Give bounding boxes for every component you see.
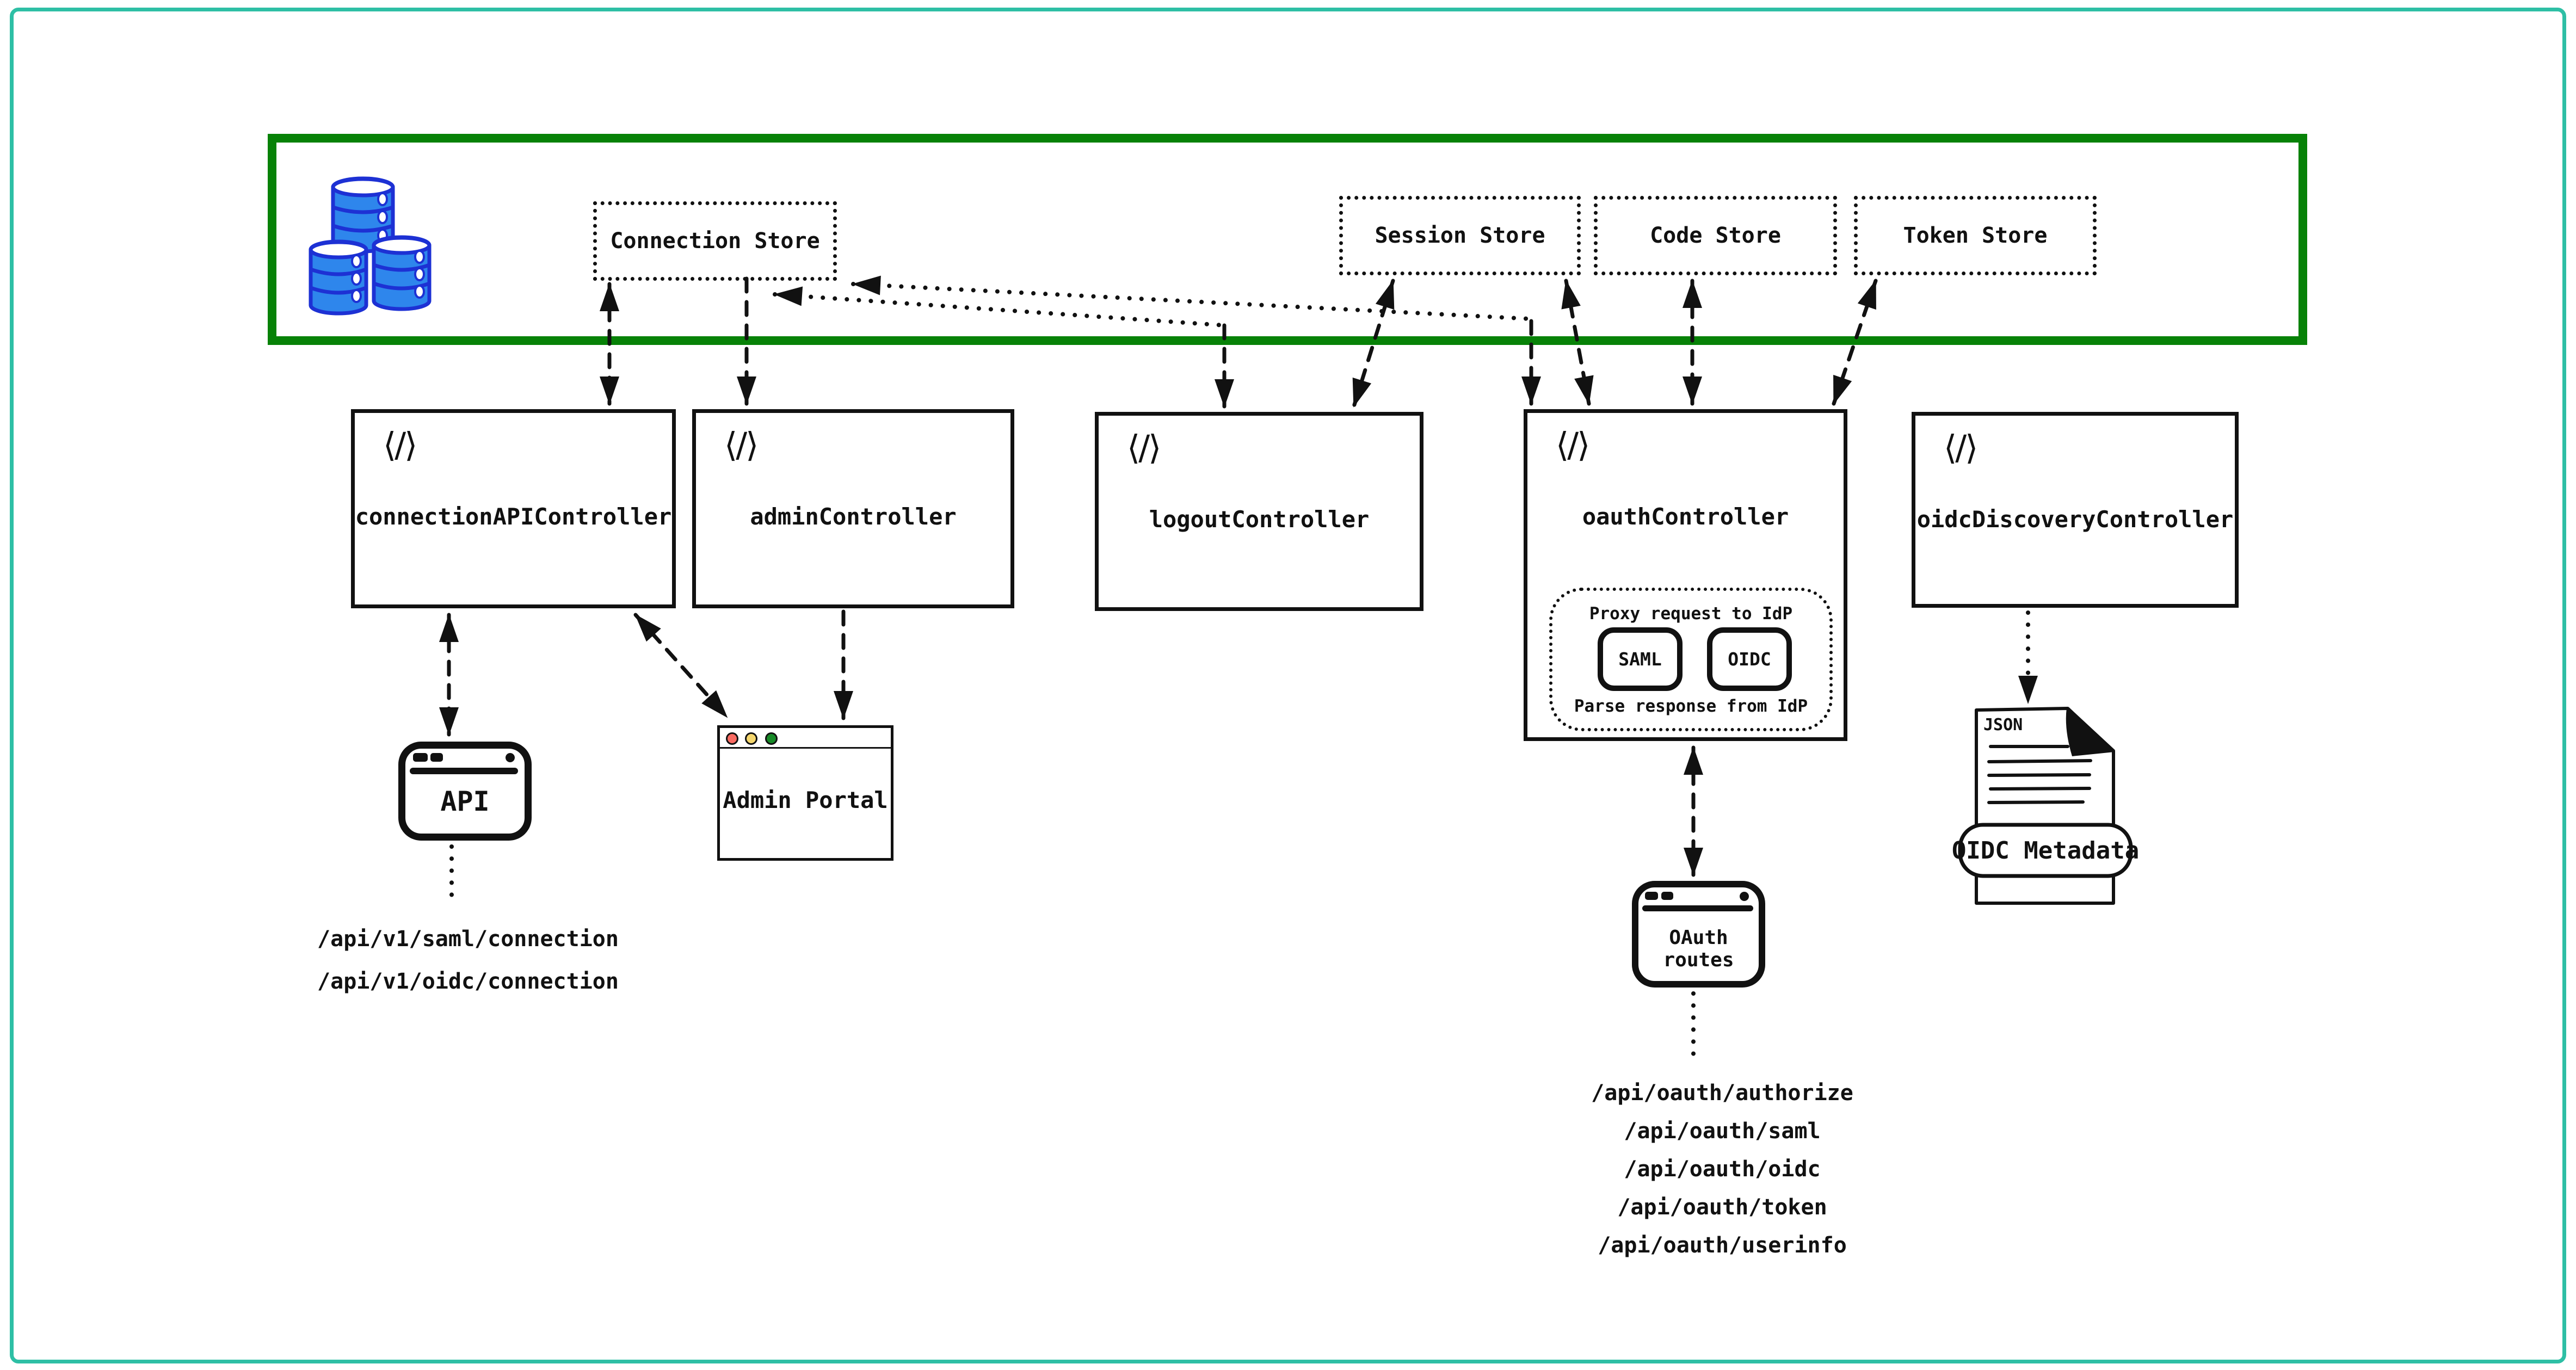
route-item: /api/oauth/oidc: [1624, 1157, 1821, 1182]
saml-chip: SAML: [1598, 627, 1683, 691]
window-dot-icon: [506, 753, 515, 762]
code-icon: ⟨/⟩: [1944, 428, 1978, 467]
window-dot-icon: [1740, 892, 1749, 901]
connection-api-controller: ⟨/⟩ connectionAPIController: [351, 409, 676, 608]
code-icon: ⟨/⟩: [724, 425, 759, 465]
diagram-outer-frame: [10, 8, 2566, 1363]
connection-api-routes: /api/v1/saml/connection /api/v1/oidc/con…: [316, 918, 620, 1003]
code-icon: ⟨/⟩: [1127, 428, 1161, 467]
saml-chip-label: SAML: [1618, 649, 1662, 670]
oidc-chip: OIDC: [1707, 627, 1792, 691]
minimize-traffic-light-icon: [745, 732, 757, 745]
window-bar-icon: [410, 768, 518, 774]
connection-store-label: Connection Store: [610, 229, 820, 254]
controller-label: oauthController: [1582, 503, 1789, 530]
code-icon: ⟨/⟩: [383, 425, 417, 465]
api-window-label: API: [440, 786, 490, 817]
token-store-label: Token Store: [1903, 223, 2048, 248]
session-store: Session Store: [1339, 196, 1581, 275]
proxy-request-label: Proxy request to IdP: [1589, 604, 1793, 624]
close-traffic-light-icon: [726, 732, 738, 745]
token-store: Token Store: [1854, 196, 2097, 275]
oauth-controller: ⟨/⟩ oauthController Proxy request to IdP…: [1524, 409, 1847, 741]
admin-portal-titlebar: [720, 728, 891, 749]
oauth-routes-window-icon: OAuth routes: [1632, 881, 1765, 988]
code-icon: ⟨/⟩: [1556, 425, 1590, 465]
oidc-chip-label: OIDC: [1728, 649, 1771, 670]
admin-portal-label: Admin Portal: [723, 787, 888, 813]
code-store-label: Code Store: [1650, 223, 1781, 248]
controller-label: connectionAPIController: [355, 503, 672, 530]
route-item: /api/v1/oidc/connection: [317, 969, 619, 994]
controller-label: oidcDiscoveryController: [1916, 506, 2234, 533]
logout-controller: ⟨/⟩ logoutController: [1095, 412, 1423, 611]
window-square-icon: [413, 753, 428, 762]
api-window-icon: API: [398, 742, 532, 841]
oidc-discovery-controller: ⟨/⟩ oidcDiscoveryController: [1912, 412, 2239, 608]
oauth-route-list: /api/oauth/authorize /api/oauth/saml /ap…: [1559, 1074, 1885, 1264]
session-store-label: Session Store: [1375, 223, 1545, 248]
admin-portal-window: Admin Portal: [717, 725, 893, 861]
controller-label: adminController: [750, 503, 957, 530]
window-square-icon: [430, 753, 443, 762]
window-bar-icon: [1642, 905, 1753, 911]
oauth-routes-window-label: OAuth routes: [1663, 927, 1734, 971]
route-item: /api/oauth/userinfo: [1598, 1233, 1847, 1258]
connection-store: Connection Store: [593, 201, 837, 281]
window-square-icon: [1645, 892, 1658, 900]
parse-response-label: Parse response from IdP: [1574, 696, 1808, 716]
route-item: /api/oauth/saml: [1624, 1119, 1821, 1144]
route-item: /api/oauth/authorize: [1591, 1081, 1853, 1106]
zoom-traffic-light-icon: [765, 732, 778, 745]
idp-proxy-box: Proxy request to IdP SAML OIDC Parse res…: [1549, 588, 1833, 731]
controller-label: logoutController: [1149, 506, 1370, 533]
window-square-icon: [1661, 892, 1673, 900]
database-icon: [309, 176, 432, 316]
code-store: Code Store: [1594, 196, 1837, 275]
admin-controller: ⟨/⟩ adminController: [692, 409, 1014, 608]
route-item: /api/oauth/token: [1617, 1195, 1827, 1220]
storage-zone: Connection Store Session Store Code Stor…: [268, 134, 2307, 345]
route-item: /api/v1/saml/connection: [317, 927, 619, 952]
